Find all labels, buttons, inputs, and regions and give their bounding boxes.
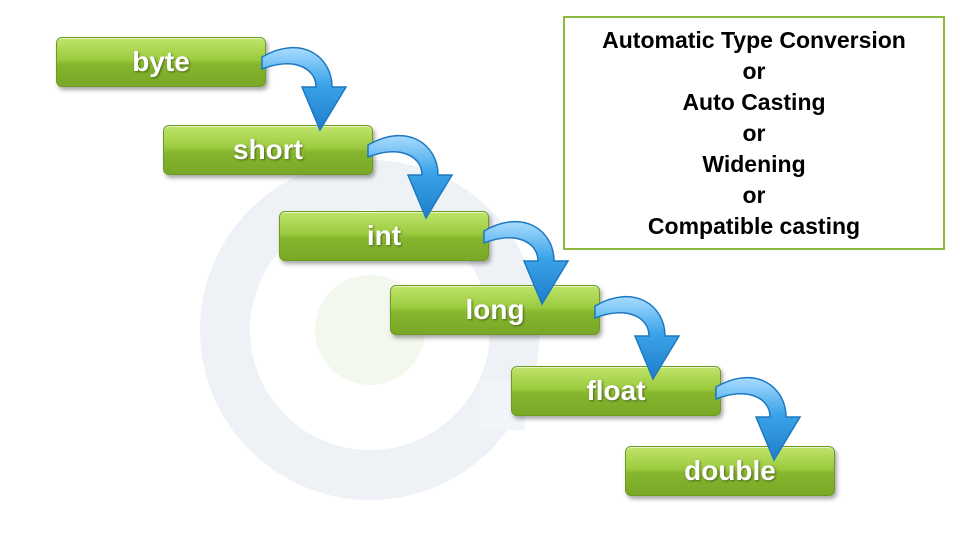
curved-down-arrow-icon <box>483 220 570 306</box>
type-box-long: long <box>390 285 600 335</box>
curved-down-arrow-icon <box>715 376 802 462</box>
type-label-int: int <box>366 220 402 251</box>
type-label-double: double <box>684 455 776 486</box>
curved-down-arrow-icon <box>594 295 681 381</box>
type-box-short: short <box>163 125 373 175</box>
type-box-double: double <box>625 446 835 496</box>
type-label-long: long <box>465 294 525 325</box>
term-widening: Widening <box>702 150 806 177</box>
term-auto-casting: Auto Casting <box>682 88 826 115</box>
type-box-byte: byte <box>56 37 266 87</box>
type-label-byte: byte <box>132 46 190 77</box>
type-label-float: float <box>586 375 646 406</box>
term-or-3: or <box>742 181 766 208</box>
type-label-short: short <box>233 134 303 165</box>
term-automatic-type-conversion: Automatic Type Conversion <box>602 26 906 53</box>
term-compatible-casting: Compatible casting <box>647 212 861 239</box>
type-box-int: int <box>279 211 489 261</box>
term-or-2: or <box>742 119 766 146</box>
term-or-1: or <box>742 57 766 84</box>
curved-down-arrow-icon <box>367 134 454 220</box>
conversion-terms-box: Automatic Type Conversion or Auto Castin… <box>563 16 945 250</box>
curved-down-arrow-icon <box>261 46 348 132</box>
